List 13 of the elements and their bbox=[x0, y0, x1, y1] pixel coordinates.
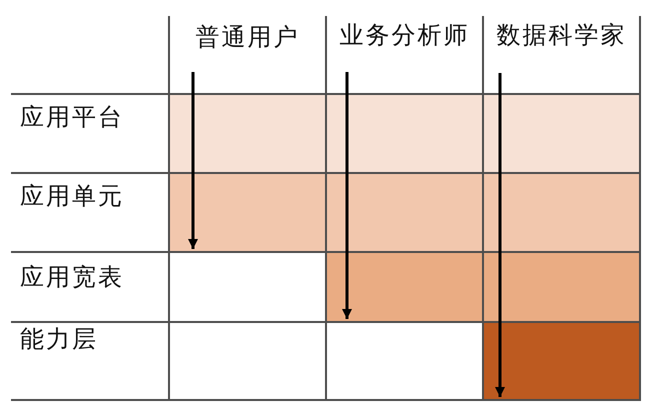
arrow bbox=[188, 72, 198, 249]
shaded-column-bar bbox=[169, 94, 326, 252]
row-header: 应用宽表 bbox=[20, 264, 124, 293]
arrow bbox=[495, 73, 505, 397]
row-header: 应用平台 bbox=[20, 104, 124, 133]
column-header: 普通用户 bbox=[196, 24, 300, 53]
shaded-column-bar bbox=[483, 94, 640, 400]
row-header: 能力层 bbox=[20, 326, 98, 355]
arrow bbox=[342, 72, 352, 319]
row-header: 应用单元 bbox=[20, 183, 124, 212]
shaded-column-bar bbox=[326, 94, 483, 322]
column-header: 数据科学家 bbox=[496, 22, 626, 51]
column-header: 业务分析师 bbox=[340, 22, 470, 51]
